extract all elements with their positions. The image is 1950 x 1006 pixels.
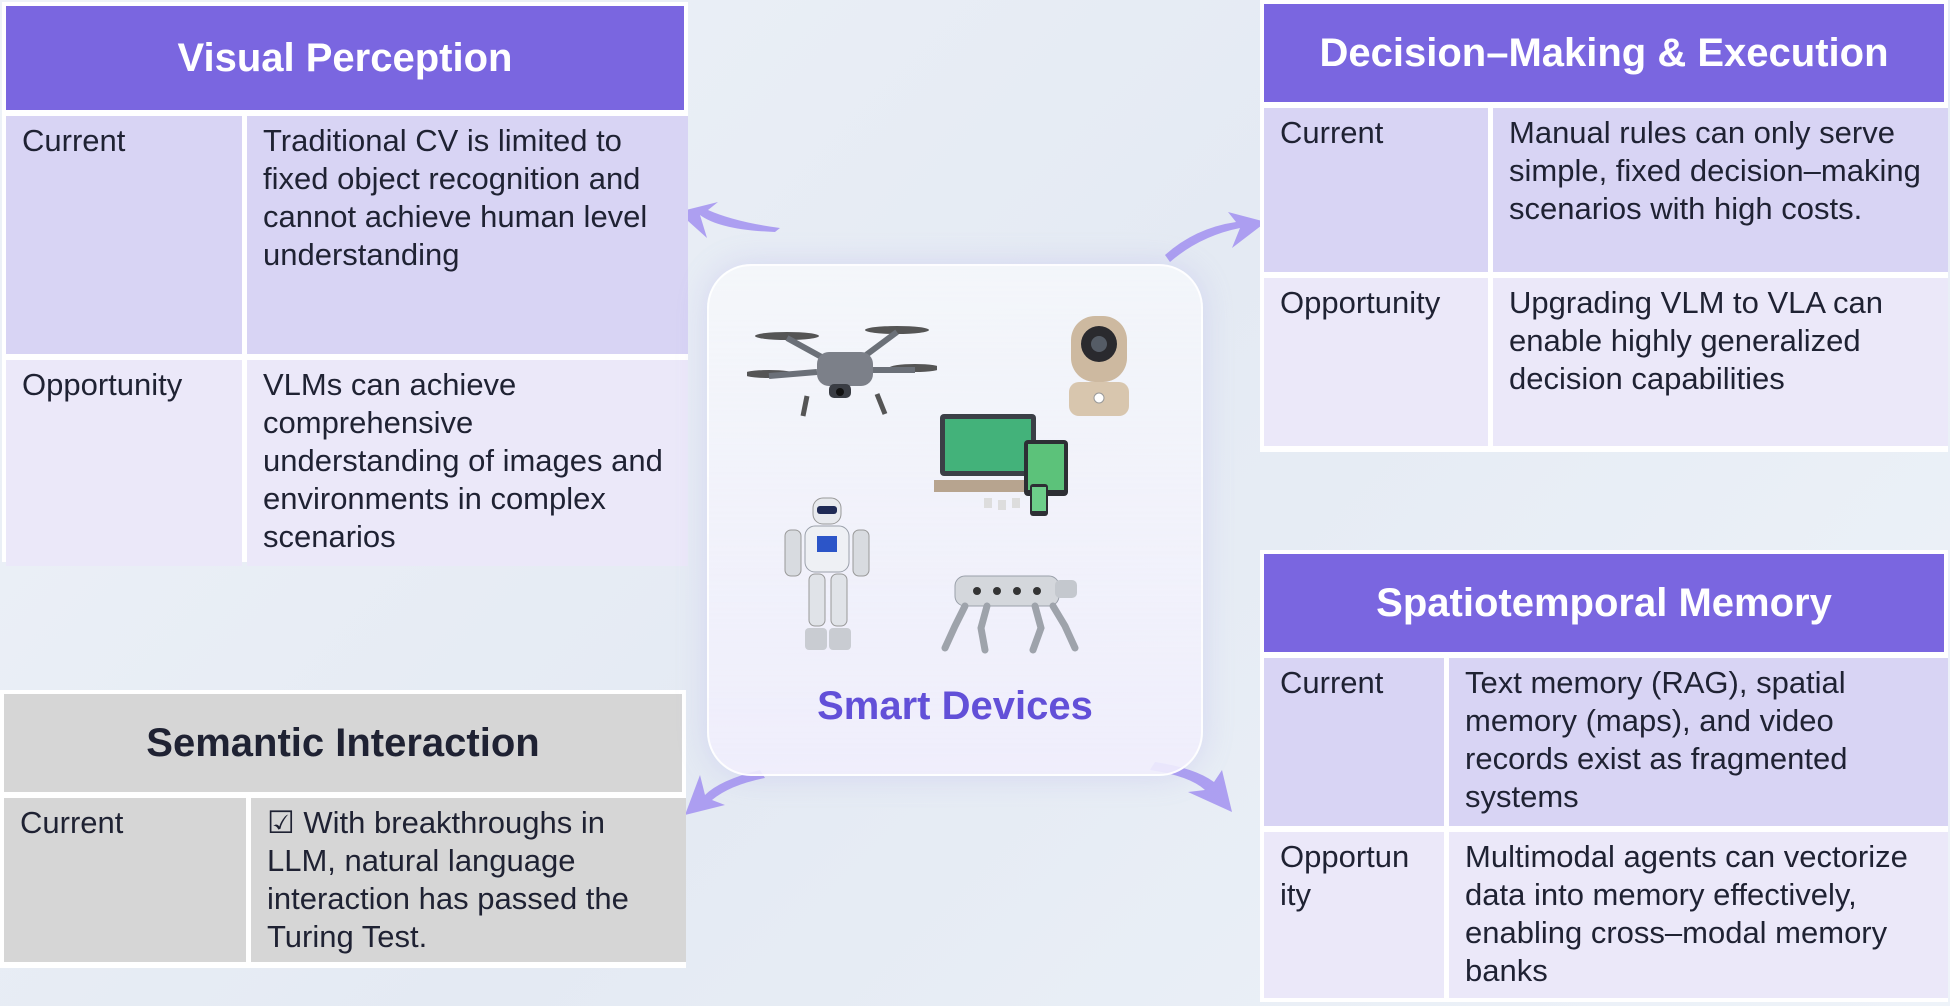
spatiotemporal-memory-panel: Spatiotemporal Memory Current Text memor… xyxy=(1260,550,1948,1002)
semantic-interaction-panel: Semantic Interaction Current ☑ With brea… xyxy=(0,690,686,968)
row-text: Multimodal agents can vectorize data int… xyxy=(1449,832,1948,998)
row-label: Current xyxy=(6,116,242,354)
row-text: Manual rules can only serve simple, fixe… xyxy=(1493,108,1948,272)
panel-title: Visual Perception xyxy=(6,6,684,110)
row-label: Current xyxy=(4,798,246,962)
row-label: Current xyxy=(1264,658,1444,826)
decision-making-panel: Decision–Making & Execution Current Manu… xyxy=(1260,0,1948,452)
row-text: Upgrading VLM to VLA can enable highly g… xyxy=(1493,278,1948,446)
row-text: ☑ With breakthroughs in LLM, natural lan… xyxy=(251,798,686,962)
row-label: Opportun ity xyxy=(1264,832,1444,998)
laptop-tablet-phone-icon xyxy=(934,414,1068,516)
row-label: Current xyxy=(1264,108,1488,272)
arrow-to-visual-perception xyxy=(678,202,780,238)
humanoid-robot-icon xyxy=(784,497,870,650)
arrow-to-semantic-interaction xyxy=(685,770,765,815)
panel-title: Semantic Interaction xyxy=(4,694,682,792)
drone-icon xyxy=(747,326,937,417)
smart-devices-title: Smart Devices xyxy=(817,684,1093,728)
row-text: Text memory (RAG), spatial memory (maps)… xyxy=(1449,658,1948,826)
arrow-to-spatiotemporal-memory xyxy=(1150,762,1232,812)
camera-icon xyxy=(1069,316,1129,416)
panel-title: Decision–Making & Execution xyxy=(1264,4,1944,102)
panel-title: Spatiotemporal Memory xyxy=(1264,554,1944,652)
row-label: Opportunity xyxy=(6,360,242,566)
row-text: Traditional CV is limited to fixed objec… xyxy=(247,116,688,354)
visual-perception-panel: Visual Perception Current Traditional CV… xyxy=(2,2,688,566)
smart-devices-card: Smart Devices xyxy=(707,264,1203,776)
robot-dog-icon xyxy=(941,575,1079,654)
row-label: Opportunity xyxy=(1264,278,1488,446)
arrow-to-decision-making xyxy=(1165,212,1266,262)
row-text: VLMs can achieve comprehensive understan… xyxy=(247,360,688,566)
